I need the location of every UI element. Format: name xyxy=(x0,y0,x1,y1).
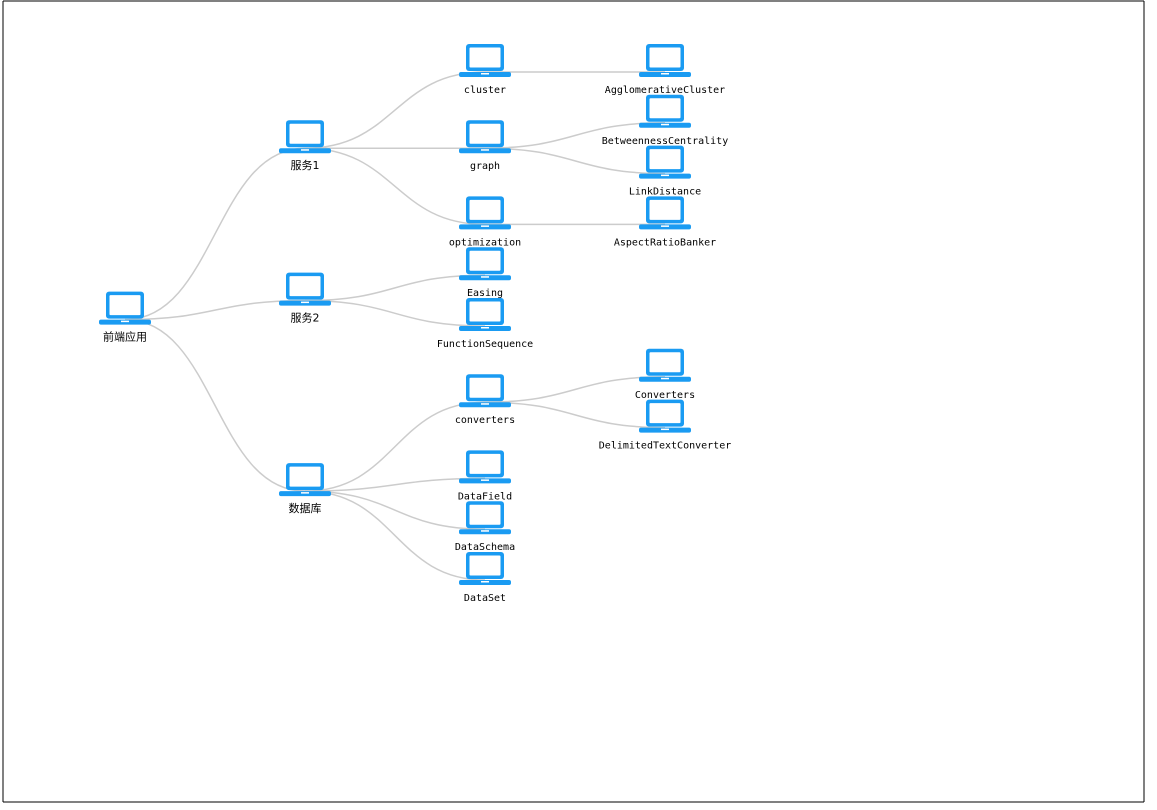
laptop-icon xyxy=(459,450,511,484)
node-label: Converters xyxy=(635,390,695,401)
tree-node[interactable]: 前端应用 xyxy=(99,291,151,344)
tree-link xyxy=(304,477,486,492)
node-label: Easing xyxy=(467,288,503,299)
laptop-icon xyxy=(459,196,511,230)
laptop-icon xyxy=(639,94,691,128)
tree-node[interactable]: DelimitedTextConverter xyxy=(599,399,731,452)
tree-link xyxy=(124,318,306,492)
tree-node[interactable]: FunctionSequence xyxy=(437,298,533,350)
laptop-icon xyxy=(459,374,511,408)
tree-node[interactable]: Easing xyxy=(459,247,511,299)
node-label: 服务1 xyxy=(291,159,320,172)
laptop-icon xyxy=(459,247,511,281)
tree-link xyxy=(304,274,486,302)
laptop-icon xyxy=(459,120,511,154)
tree-node[interactable]: DataSet xyxy=(459,552,511,604)
laptop-icon xyxy=(99,291,151,325)
tree-link xyxy=(124,147,306,321)
node-label: optimization xyxy=(449,237,521,248)
node-label: AgglomerativeCluster xyxy=(605,85,725,96)
node-label: LinkDistance xyxy=(629,187,701,198)
laptop-icon xyxy=(459,298,511,331)
laptop-icon xyxy=(639,44,691,77)
node-label: 前端应用 xyxy=(103,330,147,344)
tree-node[interactable]: converters xyxy=(455,374,515,426)
node-label: DataSet xyxy=(464,593,506,604)
laptop-icon xyxy=(459,44,511,77)
tree-link xyxy=(304,490,486,581)
tree-node[interactable]: LinkDistance xyxy=(629,145,701,198)
tree-node[interactable]: DataSchema xyxy=(455,501,515,553)
laptop-icon xyxy=(279,463,331,497)
node-label: DataField xyxy=(458,491,512,502)
laptop-icon xyxy=(459,552,511,585)
tree-node[interactable]: Converters xyxy=(635,348,695,401)
tree-node[interactable]: DataField xyxy=(458,450,512,502)
node-label: DataSchema xyxy=(455,542,515,553)
diagram-border xyxy=(2,0,1145,803)
tree-node[interactable]: 数据库 xyxy=(279,463,331,515)
tree-nodes: 前端应用 服务1 cluster AgglomerativeCluster graph B… xyxy=(99,44,731,604)
node-label: DelimitedTextConverter xyxy=(599,441,731,452)
tree-node[interactable]: 服务1 xyxy=(279,120,331,172)
tree-node[interactable]: optimization xyxy=(449,196,521,248)
tree-link xyxy=(484,401,666,429)
node-label: cluster xyxy=(464,85,506,96)
tree-link xyxy=(304,490,486,530)
tree-link xyxy=(304,147,486,226)
tree-node[interactable]: cluster xyxy=(459,44,511,96)
node-label: 服务2 xyxy=(291,312,320,325)
tree-link xyxy=(484,147,666,175)
node-label: 数据库 xyxy=(289,501,322,515)
node-label: converters xyxy=(455,415,515,426)
tree-links xyxy=(124,71,666,581)
node-label: AspectRatioBanker xyxy=(614,237,716,248)
tree-link xyxy=(484,122,666,149)
laptop-icon xyxy=(639,145,691,179)
laptop-icon xyxy=(279,272,331,306)
tree-node[interactable]: BetweennessCentrality xyxy=(602,94,728,147)
tree-link xyxy=(304,299,486,327)
laptop-icon xyxy=(639,196,691,230)
tree-node[interactable]: 服务2 xyxy=(279,272,331,325)
tree-node[interactable]: AgglomerativeCluster xyxy=(605,44,725,96)
laptop-icon xyxy=(639,399,691,433)
laptop-icon xyxy=(459,501,511,535)
tree-link xyxy=(484,376,666,403)
tree-link xyxy=(304,401,486,492)
node-label: FunctionSequence xyxy=(437,339,533,350)
laptop-icon xyxy=(279,120,331,154)
tree-link xyxy=(304,71,486,149)
tree-node[interactable]: graph xyxy=(459,120,511,172)
laptop-icon xyxy=(639,348,691,382)
node-label: graph xyxy=(470,161,500,172)
node-label: BetweennessCentrality xyxy=(602,136,728,147)
tree-link xyxy=(124,299,306,321)
tree-node[interactable]: AspectRatioBanker xyxy=(614,196,716,248)
